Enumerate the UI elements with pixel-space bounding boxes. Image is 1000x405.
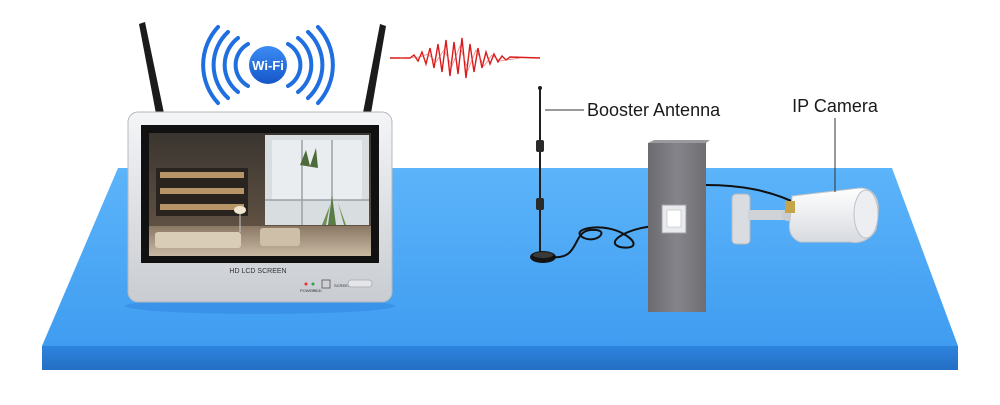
platform-front xyxy=(42,346,958,370)
ip-camera-label: IP Camera xyxy=(792,96,879,116)
signal-wave xyxy=(390,37,541,79)
screen-button-label: SCREEN xyxy=(334,283,351,288)
power-label: POWER xyxy=(300,288,315,293)
booster-antenna-label: Booster Antenna xyxy=(587,100,721,120)
power-button[interactable] xyxy=(347,279,373,288)
screen-button[interactable]: SCREEN xyxy=(321,279,351,289)
monitor-antenna-right xyxy=(362,24,386,119)
indicator-leds: POWER HDD xyxy=(300,282,322,293)
ip-camera xyxy=(731,187,879,245)
wifi-icon: Wi-Fi xyxy=(201,25,335,105)
wall xyxy=(648,140,801,312)
wifi-label: Wi-Fi xyxy=(252,58,284,73)
screen-label: HD LCD SCREEN xyxy=(229,268,286,275)
hdd-led xyxy=(311,282,315,286)
monitor-screen xyxy=(141,125,379,263)
monitor-antenna-left xyxy=(139,22,165,119)
callout-ip-camera: IP Camera xyxy=(792,96,879,192)
hdd-label: HDD xyxy=(313,288,322,293)
booster-antenna xyxy=(530,86,661,263)
callout-booster-antenna: Booster Antenna xyxy=(545,100,721,120)
nvr-monitor: HD LCD SCREEN POWER HDD SCREEN xyxy=(125,22,395,314)
power-led xyxy=(304,282,308,286)
